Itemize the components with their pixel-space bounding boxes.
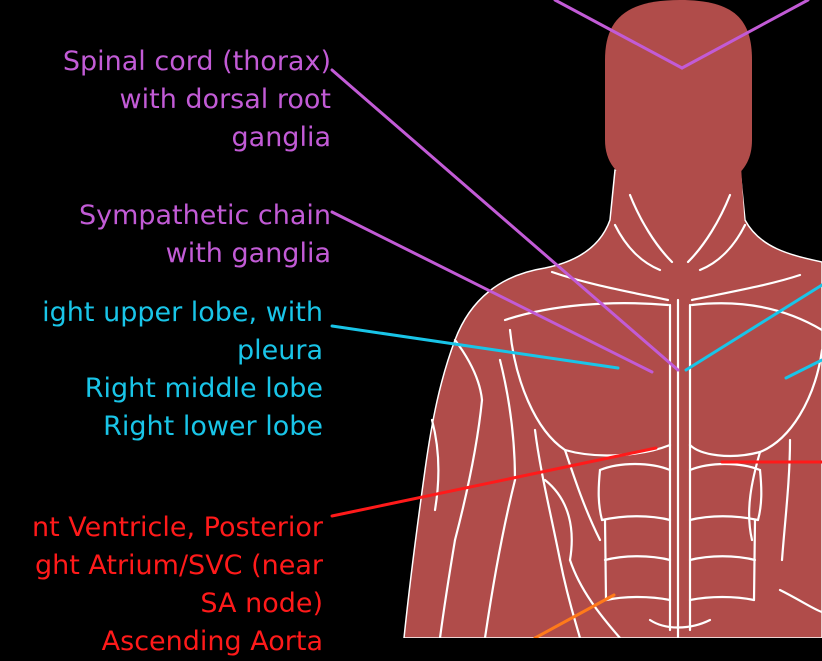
label-line: Spinal cord (thorax) <box>62 46 331 77</box>
label-spinal-cord: Spinal cord (thorax) with dorsal root ga… <box>63 43 331 157</box>
label-line: with dorsal root <box>119 84 331 115</box>
label-heart: nt Ventricle, Posterior ght Atrium/SVC (… <box>32 509 323 661</box>
label-line: ght Atrium/SVC (near <box>34 550 323 581</box>
pointer-lines <box>330 0 822 638</box>
torso <box>403 169 822 638</box>
label-sympathetic-chain: Sympathetic chain with ganglia <box>79 197 331 273</box>
label-line: SA node) <box>200 588 323 619</box>
neck <box>615 150 745 230</box>
muscle-lines <box>430 193 822 638</box>
label-line: pleura <box>236 335 323 366</box>
pointer-sympathetic <box>330 210 654 374</box>
label-line: Ascending Aorta <box>101 626 323 657</box>
pointer-left-lung-lower <box>784 358 822 380</box>
pointer-brain-right <box>680 0 810 70</box>
pointer-aorta <box>533 593 616 638</box>
label-line: Sympathetic chain <box>78 200 331 231</box>
pointer-left-lung-upper <box>684 283 822 372</box>
pointer-brain-left <box>553 0 684 70</box>
label-line: ight upper lobe, with <box>42 297 323 328</box>
label-right-lung: ight upper lobe, with pleura Right middl… <box>42 294 323 446</box>
label-line: Right lower lobe <box>103 411 323 442</box>
label-line: Right middle lobe <box>84 373 323 404</box>
pointer-spinal-cord <box>330 68 680 372</box>
pointer-right-lung <box>330 324 620 370</box>
label-line: ganglia <box>231 122 331 153</box>
pointer-heart <box>330 446 658 518</box>
anatomy-diagram <box>330 0 822 638</box>
label-line: nt Ventricle, Posterior <box>31 512 323 543</box>
label-line: with ganglia <box>165 238 331 269</box>
